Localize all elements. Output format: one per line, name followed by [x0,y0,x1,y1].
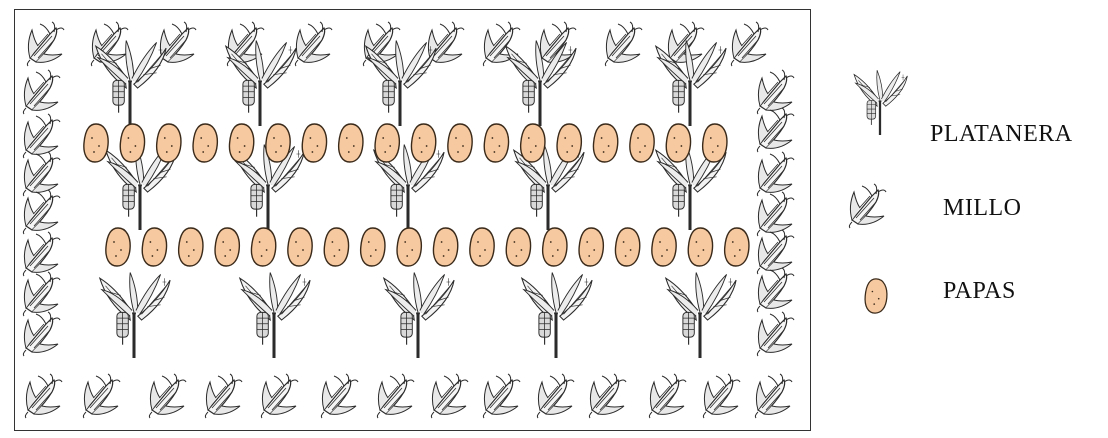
corn-icon [731,22,768,66]
potato-icon [106,228,130,266]
potato-icon [666,124,690,162]
potato-icon [703,124,727,162]
potato-icon [157,124,181,162]
corn-icon [205,374,242,418]
corn-icon [605,22,642,66]
corn-icon [23,152,60,196]
potato-icon [593,124,617,162]
corn-icon [483,374,520,418]
corn-icon [83,374,120,418]
corn-icon [149,374,186,418]
potato-icon [339,124,363,162]
legend-label-papas: PAPAS [943,278,1016,305]
potato-icon [484,124,508,162]
banana-plant-icon [240,273,310,359]
corn-icon [757,192,794,236]
corn-icon [261,374,298,418]
potato-icon [470,228,494,266]
potato-icon [288,228,312,266]
corn-icon [377,374,414,418]
corn-icon [757,152,794,196]
corn-icon [23,70,60,114]
potato-icon [324,228,348,266]
corn-icon [25,374,62,418]
corn-icon [757,230,794,274]
corn-icon [23,114,60,158]
potato-icon [579,228,603,266]
potato-icon [630,124,654,162]
potato-icon [506,228,530,266]
potato-icon [229,124,253,162]
potato-icon [266,124,290,162]
corn-icon [757,312,794,356]
corn-icon [589,374,626,418]
potato-icon [615,228,639,266]
corn-icon [537,374,574,418]
potato-icon [557,124,581,162]
banana-plant-icon [666,273,736,359]
banana-plant-icon [100,273,170,359]
corn-icon [755,374,792,418]
potato-icon [725,228,749,266]
corn-icon [321,374,358,418]
banana-plant-icon [656,40,726,126]
corn-icon [27,22,64,66]
corn-icon [649,374,686,418]
legend-label-millo: MILLO [943,195,1021,222]
potato-icon [120,124,144,162]
corn-icon [23,190,60,234]
legend-label-platanera: PLATANERA [930,121,1073,148]
potato-icon [397,228,421,266]
potato-icon [448,124,472,162]
banana-plant-icon [522,273,592,359]
potato-icon [411,124,435,162]
potato-icon [302,124,326,162]
corn-icon [757,268,794,312]
potato-icon [193,124,217,162]
corn-icon [703,374,740,418]
potato-icon [433,228,457,266]
potato-icon [179,228,203,266]
potato-icon [361,228,385,266]
corn-icon [295,22,332,66]
corn-icon [431,374,468,418]
potato-icon [652,228,676,266]
corn-icon [23,312,60,356]
corn-icon [23,272,60,316]
corn-icon [23,232,60,276]
potato-icon [84,124,108,162]
potato-icon [375,124,399,162]
potato-icon [215,228,239,266]
corn-icon [757,70,794,114]
potato-icon [688,228,712,266]
potato-icon [543,228,567,266]
corn-icon [757,108,794,152]
banana-plant-icon [384,273,454,359]
potato-icon [142,228,166,266]
potato-icon [251,228,275,266]
corn-icon [159,22,196,66]
potato-icon [521,124,545,162]
